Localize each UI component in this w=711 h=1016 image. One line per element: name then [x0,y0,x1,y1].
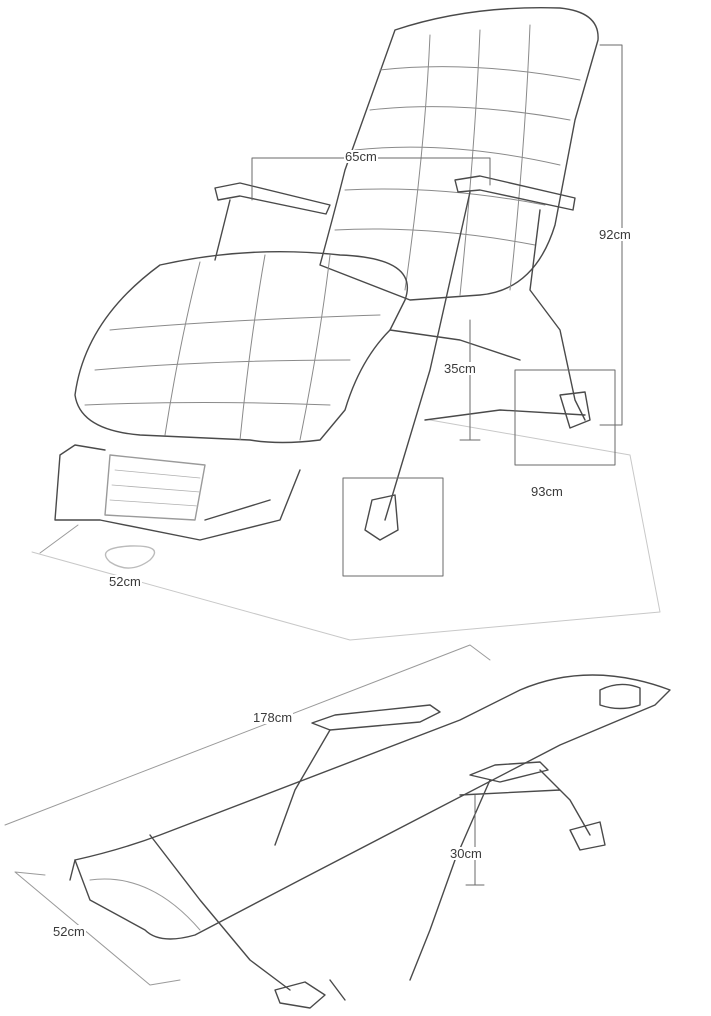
top-dimension-lines [251,44,623,577]
lounger-right-armrest [469,761,549,783]
lounger-frame [69,729,591,1001]
flat-lounger-figure [4,644,671,1009]
back-cushion [319,7,599,301]
lounger-rear-foot [569,821,606,851]
rear-foot [559,391,591,429]
lounger-bed [74,674,671,940]
width-dimension-line [14,871,181,986]
width-label-top: 52cm [108,574,142,589]
front-foot [364,494,399,541]
length-dimension-line [4,644,491,826]
length-label: 178cm [252,710,294,725]
lounger-front-foot [274,981,326,1009]
seat-cushion [74,250,409,444]
right-armrest [454,175,576,211]
lounger-height-label: 30cm [449,846,483,861]
depth-label: 93cm [530,484,564,499]
lounger-left-armrest [311,704,441,731]
recliner-with-cushion-figure [31,7,661,641]
armrest-width-label: 65cm [344,149,378,164]
left-armrest [214,182,331,215]
height-label: 92cm [598,227,632,242]
floor-area [31,419,661,641]
seat-height-label: 35cm [443,361,477,376]
width-label-bottom: 52cm [52,924,86,939]
recliner-frame [54,191,586,541]
lounger-pillow [599,683,641,710]
